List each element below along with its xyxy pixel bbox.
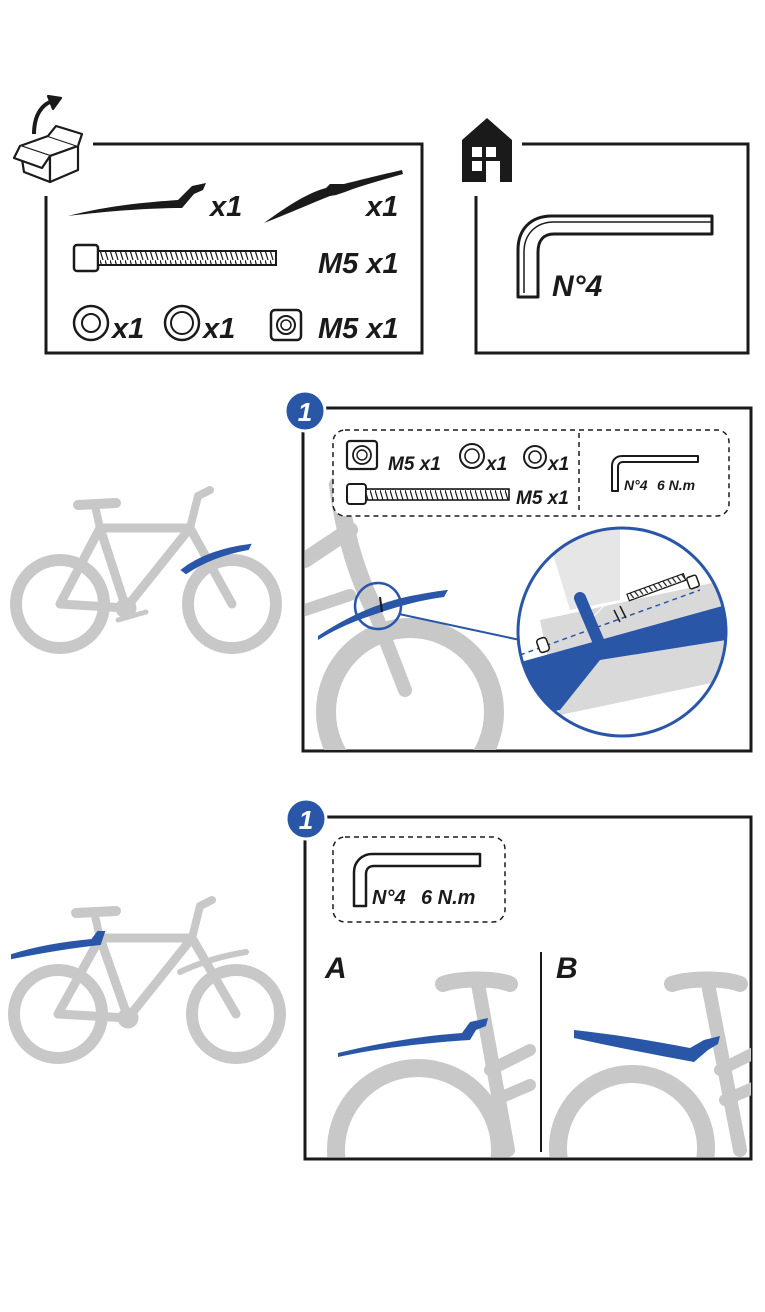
step1-front-frame: [301, 406, 753, 753]
rear-parts-callout: N°4 6 N.m: [332, 836, 506, 923]
step1-rear-badge: 1: [284, 797, 328, 841]
option-a-view: [327, 971, 536, 1157]
step1-hex-key-size: N°4: [624, 477, 648, 493]
step1-front-number: 1: [298, 397, 312, 427]
rear-mudguard-overview: [11, 931, 106, 960]
open-box-icon: [12, 94, 84, 184]
nut-part: [345, 439, 379, 471]
washer-part-b: [523, 445, 547, 469]
step1-washer-b-qty: x1: [547, 454, 569, 475]
front-bike-overview: [10, 486, 282, 654]
step1-washer-a-qty: x1: [485, 454, 507, 475]
hex-key-tool: [516, 214, 714, 299]
bolt-label: M5 x1: [318, 248, 399, 280]
step1-rear-number: 1: [299, 805, 313, 835]
step1-rear-frame: [303, 815, 753, 1161]
washer-part-b: [163, 304, 201, 342]
step1-front-badge: 1: [283, 389, 327, 433]
contents-frame: [44, 142, 424, 355]
house-icon: [462, 118, 512, 182]
bolt-part: [72, 243, 277, 273]
front-mudguard-qty: x1: [208, 191, 242, 223]
step1-bolt-label: M5 x1: [516, 488, 569, 509]
nut-part: [269, 308, 303, 342]
zoom-marker: [353, 581, 403, 631]
step1-nut-label: M5 x1: [388, 454, 441, 475]
washer-a-qty: x1: [110, 313, 144, 345]
washer-part-a: [459, 443, 485, 469]
option-a-label: A: [324, 952, 347, 985]
step2-torque: 6 N.m: [421, 887, 475, 909]
tools-frame: [474, 142, 750, 355]
hex-key-label: N°4: [552, 270, 603, 303]
washer-b-qty: x1: [201, 313, 235, 345]
hex-key-tool: [352, 852, 482, 908]
rear-mudguard-part: [264, 170, 403, 223]
front-detail-view: [305, 476, 504, 750]
tools-panel: N°4: [462, 118, 750, 355]
rear-bike-overview: [8, 896, 286, 1064]
front-parts-callout: M5 x1 x1 x1 M5 x1 N°4 6 N.m: [332, 429, 730, 517]
contents-panel: x1 x1 M5 x1 x1 x1 M5 x1: [12, 94, 424, 355]
front-mudguard-overview: [180, 543, 252, 575]
rear-mudguard-qty: x1: [364, 191, 398, 223]
front-mudguard-part: [68, 183, 206, 216]
zoom-inset: [516, 526, 728, 738]
step2-hex-key-size: N°4: [372, 887, 406, 909]
washer-part-a: [72, 304, 110, 342]
step1-torque: 6 N.m: [657, 477, 695, 493]
option-b-view: [549, 971, 751, 1157]
hex-key-tool: [611, 455, 699, 492]
option-b-label: B: [556, 952, 578, 985]
bolt-part: [346, 483, 510, 505]
nut-label: M5 x1: [318, 313, 399, 345]
